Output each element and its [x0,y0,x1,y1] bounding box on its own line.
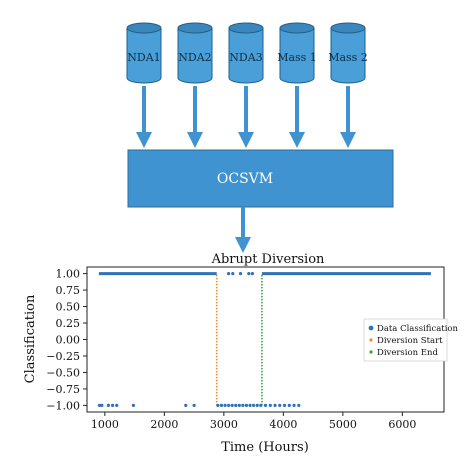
classification-point [237,403,241,408]
y-tick-label: 0.50 [56,301,81,314]
y-tick-label: 0.25 [56,317,81,330]
y-tick-label: −0.50 [46,366,80,379]
cylinder-body [177,28,213,84]
x-tick-label: 4000 [269,418,297,431]
legend-label-diversion-end: Diversion End [377,348,438,358]
classification-point [255,403,259,408]
legend: Data Classification Diversion Start Dive… [363,318,459,362]
classification-point [97,403,102,408]
cylinder-body [279,28,315,84]
y-tick-label: 0.00 [56,334,81,347]
x-tick-label: 6000 [388,418,416,431]
classification-point [248,403,252,408]
cylinder-top [126,22,162,34]
classification-point [115,403,119,408]
x-axis-ticks: 1000 2000 3000 4000 5000 6000 [91,412,416,431]
data-source-label: Mass 1 [277,51,317,64]
data-source-label: NDA1 [127,51,160,64]
data-source-cylinder: Mass 1 [277,22,317,84]
classification-point [252,403,256,408]
classification-point [278,403,282,408]
x-tick-label: 3000 [210,418,238,431]
classification-point [100,403,104,408]
classification-point [273,403,277,408]
data-source-cylinder: NDA2 [177,22,213,84]
classification-point [259,403,263,408]
classification-point [297,403,301,408]
y-axis-label: Classification [23,294,38,383]
data-source-cylinder: NDA1 [126,22,162,84]
data-source-label: Mass 2 [328,51,368,64]
classification-point [106,403,111,408]
y-tick-label: −0.75 [46,383,80,396]
ocsvm-label: OCSVM [217,171,273,187]
data-source-label: NDA3 [229,51,262,64]
classification-point [250,271,255,276]
y-tick-label: −1.00 [46,399,80,412]
classification-point [223,403,227,408]
chart-title: Abrupt Diversion [211,252,325,267]
legend-label-diversion-start: Diversion Start [377,336,443,346]
classification-point [234,403,238,408]
cylinder-top [177,22,213,34]
classification-point [230,403,234,408]
classification-point [110,403,115,408]
cylinder-top [330,22,366,34]
classification-point [231,271,235,276]
x-tick-label: 1000 [91,418,119,431]
cylinder-top [228,22,264,34]
data-source-cylinder: Mass 2 [328,22,368,84]
classification-point [184,403,188,408]
y-tick-label: −0.25 [46,350,80,363]
legend-marker-data-classification [368,325,374,331]
classification-point [227,403,231,408]
legend-label-data-classification: Data Classification [377,324,459,334]
x-tick-label: 5000 [329,418,357,431]
classification-point [292,403,296,408]
y-tick-label: 0.75 [56,284,81,297]
source-arrows [136,86,356,148]
cylinder-body [330,28,366,84]
classification-point [263,403,268,408]
ocsvm-box [127,149,394,208]
cylinder-body [126,28,162,84]
classification-point [238,271,243,276]
y-tick-label: 1.00 [56,268,81,281]
classification-point [282,403,287,408]
data-source-cylinders: NDA1 NDA2 NDA3 Mass 1 Mass 2 [126,22,368,84]
cylinder-body [228,28,264,84]
classification-point [244,403,249,408]
classification-point [192,403,196,408]
classification-point [241,403,245,408]
classification-point [287,403,291,408]
y-axis-ticks: 1.00 0.75 0.50 0.25 0.00 −0.25 −0.50 −0.75 −1.00 [46,268,87,412]
plot-series [97,271,431,408]
classification-point [268,403,272,408]
classification-point [131,403,136,408]
legend-box [363,318,448,362]
classification-point [219,403,224,408]
classification-point [216,403,220,408]
classification-point [247,271,251,276]
legend-marker-diversion-start [369,338,373,342]
legend-marker-diversion-end [369,350,373,354]
classification-point [227,271,231,276]
data-source-cylinder: NDA3 [228,22,264,84]
data-source-label: NDA2 [178,51,211,64]
x-tick-label: 2000 [150,418,178,431]
x-axis-label: Time (Hours) [221,440,309,455]
cylinder-top [279,22,315,34]
